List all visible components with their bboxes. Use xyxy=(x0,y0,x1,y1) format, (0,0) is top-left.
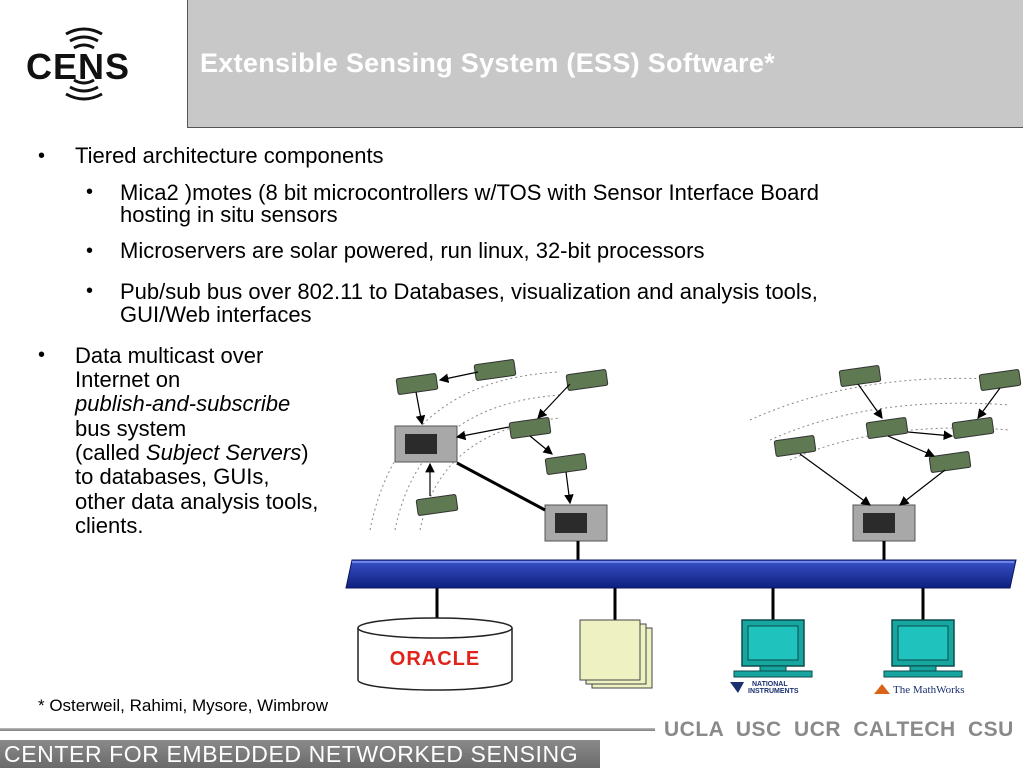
bullet-multicast-l6: to databases, GUIs, xyxy=(75,464,270,489)
oracle-label: ORACLE xyxy=(390,648,480,670)
footer-org-name: CENTER FOR EMBEDDED NETWORKED SENSING xyxy=(4,741,579,767)
cens-logo: CENS xyxy=(26,27,130,101)
computer-monitor-icon xyxy=(733,619,813,678)
bullet-dot: • xyxy=(38,344,46,366)
footer-divider xyxy=(0,728,655,731)
bullet-multicast-l7: other data analysis tools, xyxy=(75,489,319,514)
footer-bar xyxy=(0,740,600,768)
mote xyxy=(508,417,552,439)
mote xyxy=(773,435,817,457)
microserver xyxy=(394,425,458,463)
footer-universities: UCLA USC UCR CALTECH CSU xyxy=(664,718,1014,741)
bullet-dot: • xyxy=(86,181,94,203)
bullet-microservers: Microservers are solar powered, run linu… xyxy=(120,238,705,263)
document-stack-icon xyxy=(579,619,653,689)
bullet-dot: • xyxy=(86,280,94,302)
bullet-dot: • xyxy=(86,240,94,262)
mote xyxy=(838,365,882,387)
text-paren: ) xyxy=(301,440,309,465)
microserver-right xyxy=(852,504,916,542)
ess-architecture-diagram: ORACLE NATIONAL INSTRUMENTS The MathWork… xyxy=(345,359,1022,696)
pubsub-bus xyxy=(345,559,1017,589)
bullet-multicast-l2: Internet on xyxy=(75,367,181,392)
ni-logo-icon xyxy=(730,682,744,693)
microserver-main xyxy=(544,504,608,542)
computer-monitor-icon xyxy=(883,619,963,678)
footnote: * Osterweil, Rahimi, Mysore, Wimbrow xyxy=(38,696,328,715)
bullet-pubsub-line1: Pub/sub bus over 802.11 to Databases, vi… xyxy=(120,279,818,304)
bullet-multicast-l1: Data multicast over xyxy=(75,343,264,368)
mote xyxy=(865,417,909,439)
mote-links-right xyxy=(799,383,1001,506)
logo-text: CENS xyxy=(26,46,130,87)
mote xyxy=(928,451,972,473)
bullet-tiered: Tiered architecture components xyxy=(75,143,384,168)
slide-title: Extensible Sensing System (ESS) Software… xyxy=(200,48,775,78)
ni-label-line2: INSTRUMENTS xyxy=(748,688,799,695)
text-subject-servers: Subject Servers xyxy=(145,440,302,465)
ni-label-line1: NATIONAL xyxy=(752,681,788,688)
bullet-multicast-l8: clients. xyxy=(75,513,144,538)
mote xyxy=(565,369,609,391)
mote xyxy=(951,417,995,439)
oracle-database: ORACLE xyxy=(357,617,513,691)
bullet-multicast-l5: (called Subject Servers) xyxy=(75,441,309,464)
bullet-mica2-line2: hosting in situ sensors xyxy=(120,202,338,227)
mote-links-left xyxy=(415,371,574,512)
mathworks-label: The MathWorks xyxy=(893,684,965,696)
wave-icon xyxy=(65,27,103,101)
mote xyxy=(395,373,439,395)
mote xyxy=(473,359,517,381)
mote xyxy=(978,369,1022,391)
bus-connectors xyxy=(435,541,925,622)
mathworks-logo-icon xyxy=(874,684,890,694)
bullet-mica2-line1: Mica2 )motes (8 bit microcontrollers w/T… xyxy=(120,180,819,205)
title-box: Extensible Sensing System (ESS) Software… xyxy=(187,0,1023,128)
text-called: (called xyxy=(75,440,146,465)
mote xyxy=(415,494,459,516)
bullet-multicast-l4: bus system xyxy=(75,416,187,441)
bullet-multicast-l3: publish-and-subscribe xyxy=(75,391,291,416)
bullet-dot: • xyxy=(38,145,46,167)
bullet-pubsub-line2: GUI/Web interfaces xyxy=(120,302,312,327)
mote xyxy=(544,453,588,475)
